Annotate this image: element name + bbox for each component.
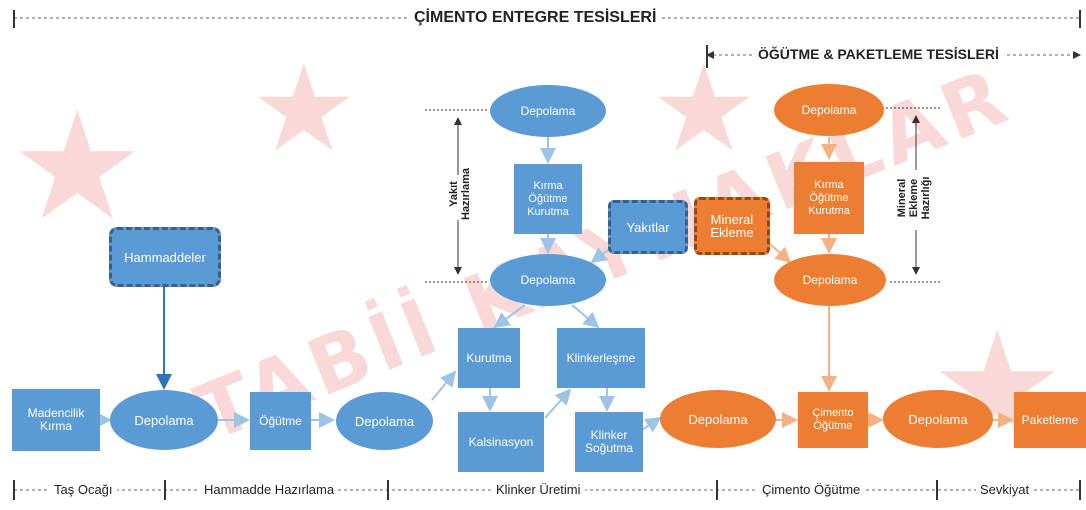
node-depolama-2: Depolama <box>336 392 433 450</box>
node-klinkerlesme: Klinkerleşme <box>557 328 645 388</box>
node-hammaddeler: Hammaddeler <box>109 227 221 287</box>
node-depolama-mineral-top: Depolama <box>774 84 884 136</box>
mineral-preparation-label: Mineral Ekleme Hazırlığı <box>896 176 932 220</box>
grinding-plants-title: ÖĞÜTME & PAKETLEME TESİSLERİ <box>752 46 1005 62</box>
node-depolama-mineral-mid: Depolama <box>774 254 886 306</box>
node-ogutme: Öğütme <box>250 392 311 450</box>
integrated-plants-title: ÇİMENTO ENTEGRE TESİSLERİ <box>408 9 663 27</box>
stage-sevkiyat: Sevkiyat <box>976 482 1034 497</box>
stage-cimento-ogutme: Çimento Öğütme <box>758 482 865 497</box>
stage-hammadde-hazirlama: Hammadde Hazırlama <box>200 482 339 497</box>
stage-tas-ocagi: Taş Ocağı <box>50 482 117 497</box>
node-kurutma: Kurutma <box>458 328 520 388</box>
fuel-preparation-label: Yakıt Hazırlama <box>448 168 472 220</box>
node-madencilik-kirma: Madencilik Kırma <box>12 389 100 451</box>
node-yakitlar: Yakıtlar <box>608 200 688 254</box>
node-depolama-clinker: Depolama <box>660 390 776 448</box>
node-kirma-ogutme-kurutma-orange: Kırma Öğütme Kurutma <box>794 162 864 234</box>
node-mineral-ekleme: Mineral Ekleme <box>694 197 770 255</box>
node-depolama-fuel-top: Depolama <box>490 85 606 137</box>
node-kirma-ogutme-kurutma-blue: Kırma Öğütme Kurutma <box>514 164 582 234</box>
node-paketleme: Paketleme <box>1014 392 1086 448</box>
node-klinker-sogutma: Klinker Soğutma <box>575 412 643 472</box>
node-cimento-ogutme: Çimento Öğütme <box>798 392 868 448</box>
node-depolama-fuel-mid: Depolama <box>490 254 606 306</box>
node-depolama-1: Depolama <box>110 390 218 450</box>
node-depolama-cement: Depolama <box>883 390 993 448</box>
node-kalsinasyon: Kalsinasyon <box>458 412 544 472</box>
stage-klinker-uretimi: Klinker Üretimi <box>492 482 585 497</box>
